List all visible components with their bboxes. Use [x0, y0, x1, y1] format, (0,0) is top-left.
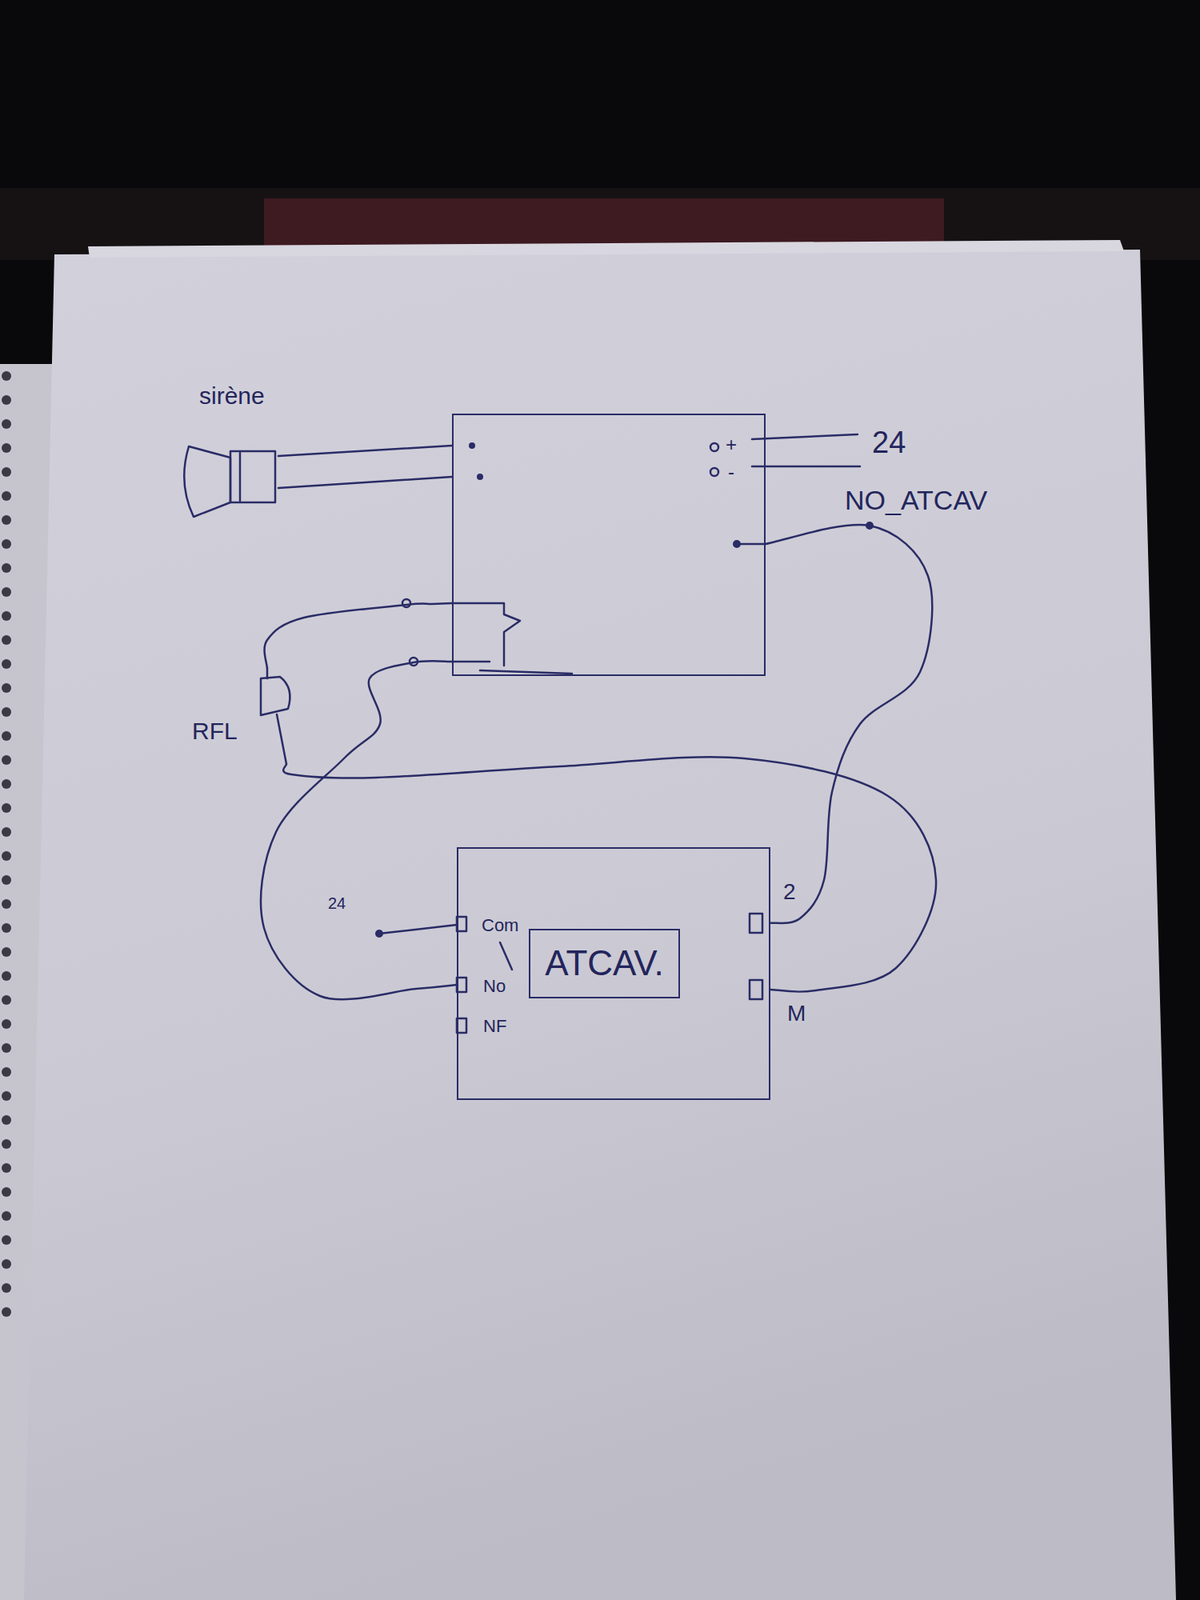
- signal-label: NO_ATCAV: [844, 484, 988, 516]
- wire: [765, 524, 932, 924]
- contact-wire: [452, 660, 490, 664]
- terminal-label: -: [728, 460, 735, 484]
- pin-label: M: [787, 1000, 806, 1027]
- device-box: ATCAV.: [528, 928, 680, 999]
- rfl-component: RFL: [188, 668, 298, 764]
- device-label: ATCAV.: [544, 943, 664, 984]
- rfl-lead: [276, 714, 287, 764]
- contact-symbol: [452, 603, 520, 666]
- com-wire: [379, 924, 457, 934]
- paper-sheet: [24, 249, 1176, 1600]
- wire: [260, 660, 457, 1000]
- voltage-label: 24: [328, 894, 346, 913]
- control-module: +-: [452, 413, 766, 676]
- pin-label: 2: [783, 879, 796, 905]
- output-wire: [736, 543, 766, 546]
- ink-drawing: [184, 434, 860, 1033]
- rfl-symbol: [260, 676, 290, 716]
- siren-horn: [184, 446, 231, 517]
- supply-wire: [752, 434, 858, 440]
- switch-arm: [500, 942, 512, 970]
- siren-body: [230, 451, 276, 503]
- wire: [283, 756, 936, 992]
- terminal-label: +: [725, 433, 737, 456]
- pin-label: Com: [481, 915, 519, 936]
- siren-label: sirène: [199, 382, 265, 411]
- siren: sirène: [178, 382, 279, 520]
- wire: [264, 603, 452, 668]
- component-label: RFL: [192, 717, 238, 746]
- pin-label: No: [483, 976, 506, 996]
- desk-band: [0, 188, 1200, 260]
- supply-wire: [752, 465, 860, 468]
- contact-line: [480, 670, 572, 674]
- siren-body-line: [239, 452, 242, 501]
- terminal: [749, 980, 763, 1000]
- paper-stack-edge: [88, 240, 1124, 258]
- pin-label: NF: [483, 1016, 507, 1036]
- notebook-spiral: [1, 371, 12, 1317]
- terminal: [749, 913, 763, 933]
- terminal-dots: [375, 442, 874, 938]
- relay-module: ComNoNF2MATCAV.: [456, 847, 771, 1100]
- wire: [278, 445, 452, 488]
- voltage-label: 24: [872, 425, 906, 461]
